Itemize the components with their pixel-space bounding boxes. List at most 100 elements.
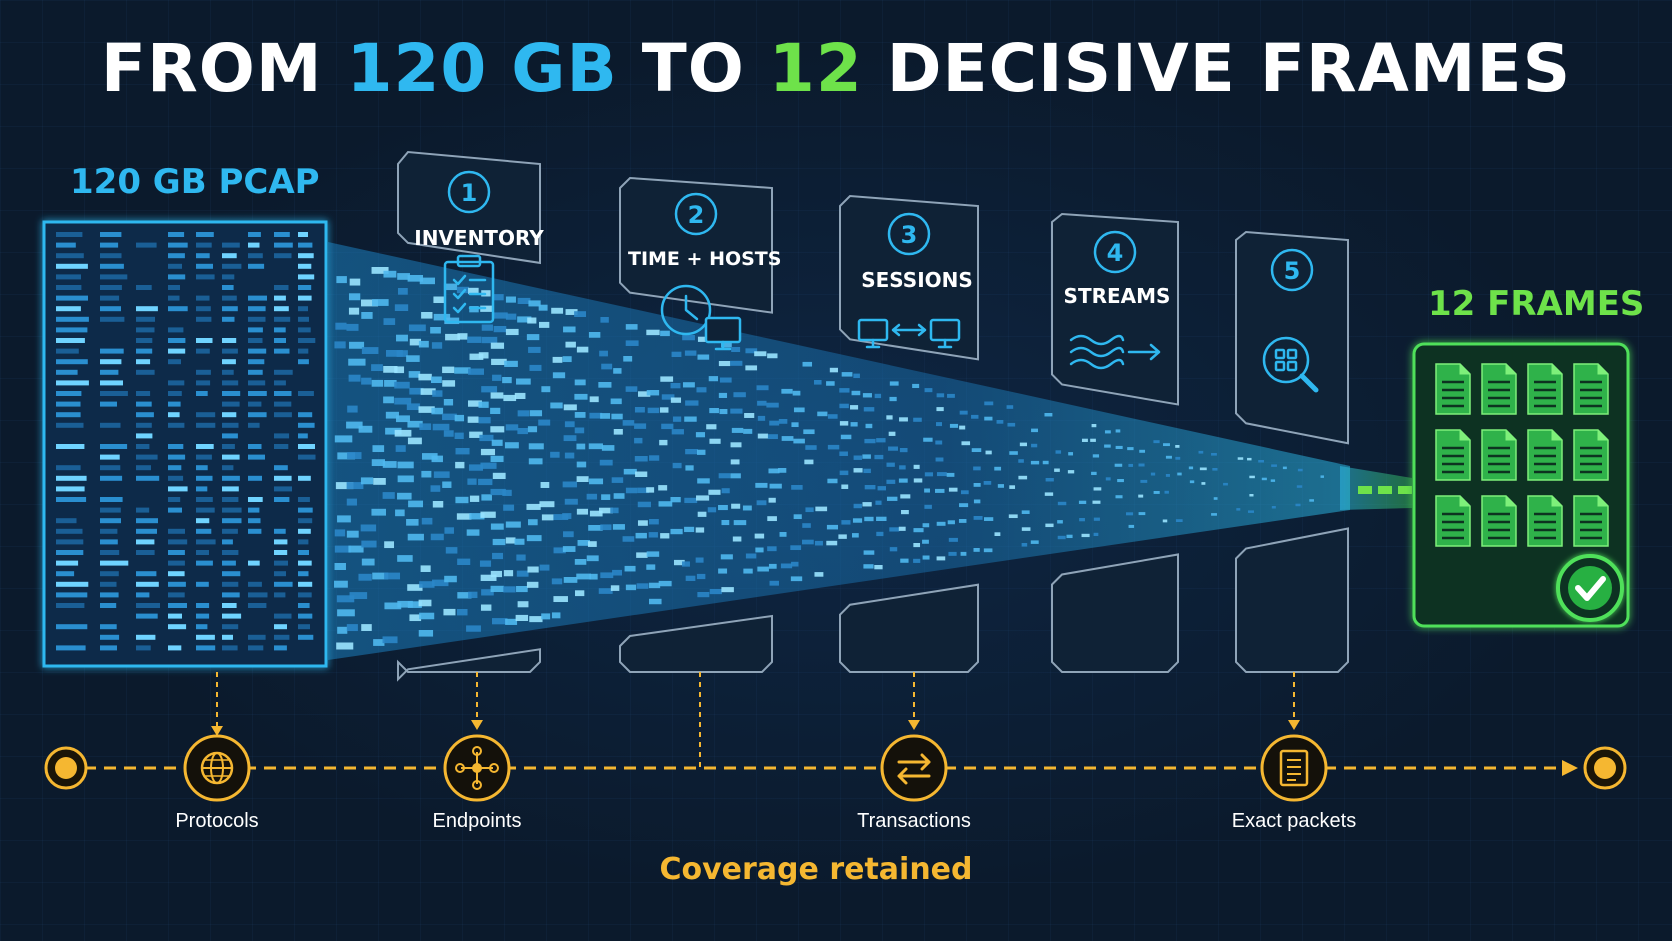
- packet-mark: [670, 383, 681, 389]
- packet-mark: [1177, 472, 1182, 476]
- packet-mark: [529, 616, 543, 623]
- pcap-row-segment: [274, 412, 292, 418]
- packet-mark: [850, 422, 858, 427]
- packet-mark: [936, 556, 946, 561]
- pcap-row-segment: [298, 359, 309, 365]
- pcap-row-segment: [100, 285, 122, 290]
- packet-mark: [948, 487, 958, 492]
- packet-mark: [600, 524, 612, 531]
- packet-mark: [1296, 485, 1303, 488]
- packet-mark: [490, 585, 504, 593]
- stage-panel-bottom: [1051, 553, 1179, 673]
- packet-mark: [529, 410, 543, 417]
- pcap-row-segment: [136, 285, 152, 290]
- packet-mark: [1068, 452, 1074, 456]
- pcap-row-segment: [222, 475, 240, 481]
- packet-mark: [371, 267, 389, 274]
- packet-mark: [395, 509, 405, 517]
- packet-mark: [360, 299, 379, 307]
- packet-mark: [577, 540, 590, 546]
- packet-mark: [372, 299, 389, 306]
- packet-mark: [659, 407, 669, 413]
- packet-mark: [721, 488, 730, 494]
- packet-mark: [695, 557, 704, 563]
- packet-mark: [670, 397, 682, 403]
- packet-mark: [610, 585, 620, 591]
- stage-number-badge: [447, 170, 491, 214]
- pcap-row-segment: [222, 401, 240, 407]
- pcap-row-segment: [274, 433, 290, 439]
- pcap-row-segment: [298, 348, 309, 354]
- packet-mark: [538, 419, 551, 426]
- packet-mark: [1093, 487, 1102, 491]
- packet-mark: [599, 350, 608, 357]
- pcap-row-segment: [222, 465, 234, 471]
- packet-mark: [503, 504, 515, 511]
- packet-mark: [1006, 405, 1014, 409]
- packet-mark: [864, 485, 876, 490]
- clipboard-checklist-icon: [443, 254, 495, 324]
- packet-mark: [709, 408, 719, 414]
- pcap-row-segment: [274, 232, 290, 237]
- pcap-row-segment: [274, 316, 291, 322]
- pcap-row-segment: [274, 401, 292, 407]
- pcap-row-segment: [100, 560, 129, 566]
- packet-mark: [648, 598, 662, 605]
- packet-mark: [754, 351, 767, 357]
- packet-mark: [588, 443, 603, 450]
- coverage-timeline: [44, 672, 1627, 802]
- pcap-row-segment: [136, 422, 152, 428]
- packet-mark: [528, 300, 541, 307]
- pcap-row-segment: [168, 242, 188, 248]
- packet-mark: [793, 407, 805, 413]
- packet-mark: [528, 346, 541, 353]
- packet-mark: [646, 329, 660, 336]
- packet-mark: [985, 450, 992, 455]
- packet-mark: [1163, 443, 1170, 447]
- packet-mark: [505, 424, 519, 431]
- pcap-row-segment: [274, 465, 288, 471]
- packet-mark: [360, 524, 377, 532]
- pcap-row-segment: [274, 560, 288, 566]
- pcap-row-segment: [56, 253, 84, 259]
- pcap-row-segment: [136, 603, 160, 608]
- pcap-row-segment: [56, 263, 88, 269]
- packet-mark: [1019, 442, 1028, 447]
- packet-mark: [792, 390, 801, 396]
- packet-mark: [505, 537, 516, 544]
- pcap-row-segment: [100, 359, 122, 365]
- pcap-row-segment: [274, 645, 287, 651]
- packet-mark: [757, 566, 769, 572]
- milestone-endpoints-label: Endpoints: [432, 810, 522, 832]
- packet-mark: [960, 490, 969, 495]
- pcap-row-segment: [248, 592, 268, 598]
- packet-mark: [563, 404, 577, 411]
- packet-mark: [922, 539, 929, 544]
- pcap-row-segment: [168, 327, 184, 333]
- packet-mark: [1249, 494, 1254, 497]
- packet-mark: [397, 555, 413, 562]
- packet-mark: [433, 313, 451, 321]
- packet-mark: [469, 353, 484, 360]
- pcap-row-segment: [298, 274, 315, 280]
- packet-mark: [430, 485, 441, 492]
- frame-file-icon: [1435, 429, 1471, 481]
- packet-mark: [648, 582, 661, 589]
- packet-mark: [490, 488, 506, 496]
- packet-mark: [839, 388, 850, 393]
- packet-mark: [802, 361, 813, 367]
- packet-mark: [827, 414, 838, 419]
- pcap-row-segment: [248, 401, 262, 407]
- pcap-row-segment: [248, 497, 263, 502]
- packet-mark: [336, 642, 354, 650]
- packet-mark: [889, 527, 900, 532]
- packet-mark: [527, 426, 538, 433]
- pcap-row-segment: [248, 316, 266, 322]
- pcap-row-segment: [248, 645, 264, 651]
- packet-mark: [745, 348, 758, 354]
- pcap-row-segment: [222, 581, 239, 587]
- packet-mark: [719, 377, 732, 383]
- packet-mark: [1261, 477, 1267, 481]
- packet-mark: [660, 533, 670, 539]
- packet-mark: [1018, 475, 1028, 480]
